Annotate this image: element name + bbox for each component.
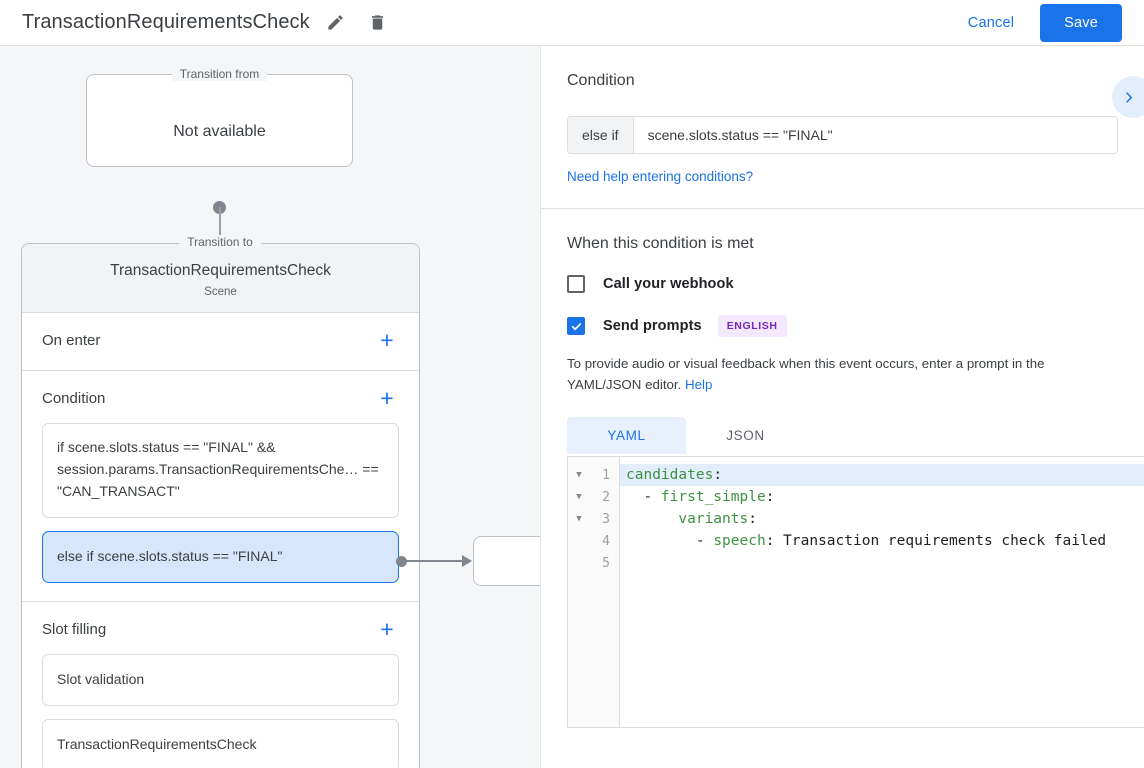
prompt-hint-text: To provide audio or visual feedback when…	[567, 353, 1118, 395]
section-title-slot-filling: Slot filling	[42, 620, 107, 638]
add-on-enter-button[interactable]: +	[380, 327, 394, 353]
line-number: 5	[602, 555, 610, 571]
condition-input-row[interactable]: else if scene.slots.status == "FINAL"	[567, 116, 1118, 154]
section-title-on-enter: On enter	[42, 332, 101, 349]
code-key: first_simple	[660, 489, 766, 505]
editor-format-tabs: YAML JSON	[567, 417, 1118, 454]
section-header: Slot filling +	[42, 615, 399, 642]
edge-source-dot	[396, 556, 407, 567]
code-key: speech	[713, 533, 766, 549]
edge-arrowhead	[462, 555, 472, 567]
scene-type: Scene	[204, 286, 237, 298]
code-line[interactable]: - speech: Transaction requirements check…	[620, 530, 1144, 552]
hint-body: To provide audio or visual feedback when…	[567, 356, 1045, 392]
language-badge: ENGLISH	[717, 315, 787, 337]
pencil-icon[interactable]	[320, 7, 352, 39]
fold-triangle-icon[interactable]: ▼	[576, 470, 582, 480]
when-met-heading: When this condition is met	[567, 235, 754, 252]
line-number: 2	[602, 489, 610, 505]
section-header: On enter +	[42, 329, 399, 352]
condition-heading: Condition	[567, 72, 635, 89]
code-line[interactable]: - first_simple:	[620, 486, 1144, 508]
top-app-bar: TransactionRequirementsCheck Cancel Save	[0, 0, 1144, 46]
condition-help-link[interactable]: Need help entering conditions?	[567, 169, 754, 184]
webhook-row[interactable]: Call your webhook	[567, 275, 1118, 293]
fold-triangle-icon[interactable]: ▼	[576, 514, 582, 524]
code-indent: -	[626, 489, 661, 505]
gutter-line: 4	[568, 530, 619, 552]
gutter-line: ▼ 1	[568, 464, 619, 486]
section-slot-filling: Slot filling + Slot validation Transacti…	[22, 602, 419, 768]
scene-name: TransactionRequirementsCheck	[110, 262, 331, 279]
flow-canvas[interactable]: Transition from Not available Transition…	[0, 46, 541, 768]
line-number: 1	[602, 467, 610, 483]
help-link[interactable]: Help	[685, 377, 713, 392]
section-on-enter: On enter +	[22, 313, 419, 371]
editor-code-area[interactable]: candidates: - first_simple: variants: - …	[620, 457, 1144, 727]
transition-from-legend: Transition from	[171, 67, 268, 81]
panel-condition-section: Condition else if scene.slots.status == …	[541, 46, 1144, 209]
line-number: 4	[602, 533, 610, 549]
section-condition: Condition + if scene.slots.status == "FI…	[22, 371, 419, 602]
trash-icon[interactable]	[362, 7, 394, 39]
add-slot-filling-button[interactable]: +	[380, 615, 394, 642]
code-line[interactable]: variants:	[620, 508, 1144, 530]
call-webhook-checkbox[interactable]	[567, 275, 585, 293]
editor-gutter: ▼ 1 ▼ 2 ▼ 3 4	[568, 457, 620, 727]
code-key: variants	[678, 511, 749, 527]
gutter-line: 5	[568, 552, 619, 574]
edge-line	[404, 560, 466, 562]
code-rest: :	[713, 467, 723, 483]
tab-yaml[interactable]: YAML	[567, 417, 686, 454]
line-number: 3	[602, 511, 610, 527]
slot-filling-item[interactable]: Slot validation	[42, 653, 399, 706]
code-key: candidates	[626, 467, 714, 483]
code-line[interactable]	[620, 552, 1144, 574]
transition-to-legend: Transition to	[179, 235, 261, 249]
transition-from-text: Not available	[173, 123, 266, 140]
send-prompts-checkbox[interactable]	[567, 317, 585, 335]
condition-item-selected[interactable]: else if scene.slots.status == "FINAL"	[42, 530, 399, 583]
call-webhook-label: Call your webhook	[603, 276, 734, 292]
condition-item[interactable]: if scene.slots.status == "FINAL" && sess…	[42, 423, 399, 518]
send-prompts-label: Send prompts	[603, 318, 702, 334]
gutter-line: ▼ 2	[568, 486, 619, 508]
fold-triangle-icon[interactable]: ▼	[576, 492, 582, 502]
code-editor[interactable]: ▼ 1 ▼ 2 ▼ 3 4	[567, 456, 1144, 728]
section-header: Condition +	[42, 387, 399, 410]
page-title: TransactionRequirementsCheck	[22, 11, 310, 33]
panel-when-met-section: When this condition is met Call your web…	[541, 209, 1144, 728]
add-condition-button[interactable]: +	[380, 385, 394, 411]
slot-filling-item[interactable]: TransactionRequirementsCheck	[42, 718, 399, 768]
details-panel: Condition else if scene.slots.status == …	[541, 46, 1144, 768]
condition-expression-input[interactable]: scene.slots.status == "FINAL"	[633, 117, 1117, 153]
code-line[interactable]: candidates:	[620, 464, 1144, 486]
next-node[interactable]	[473, 536, 540, 586]
code-indent: -	[626, 533, 714, 549]
condition-operator-label: else if	[568, 117, 634, 153]
code-rest: :	[748, 511, 757, 527]
send-prompts-row[interactable]: Send prompts ENGLISH	[567, 315, 1118, 337]
transition-to-card: TransactionRequirementsCheck Scene On en…	[21, 243, 420, 768]
section-title-condition: Condition	[42, 390, 106, 407]
transition-from-node[interactable]: Transition from Not available	[86, 67, 353, 167]
code-rest: :	[765, 489, 775, 505]
scene-header[interactable]: TransactionRequirementsCheck Scene	[22, 244, 419, 313]
tab-json[interactable]: JSON	[726, 428, 765, 443]
chevron-right-icon[interactable]	[1112, 76, 1144, 118]
save-button[interactable]: Save	[1040, 3, 1122, 42]
code-indent	[626, 511, 678, 527]
cancel-button[interactable]: Cancel	[956, 7, 1026, 39]
gutter-line: ▼ 3	[568, 508, 619, 530]
code-rest: : Transaction requirements check failed	[765, 533, 1107, 549]
